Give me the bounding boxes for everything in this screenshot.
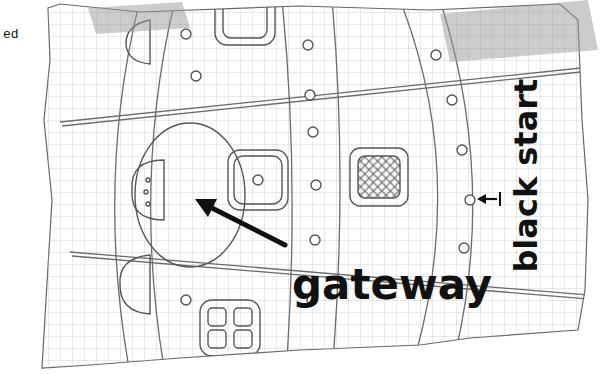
tape — [88, 0, 598, 62]
callout-label: black start — [509, 56, 544, 296]
callout-label: gateway — [292, 262, 492, 308]
cut-off-word: ed — [3, 28, 19, 42]
pencil-lines — [60, 0, 600, 374]
black-start-point — [465, 195, 475, 205]
gateway-arrow — [195, 199, 285, 245]
band-edge — [282, 0, 292, 374]
black-start-arrow — [477, 192, 500, 206]
band-edge — [332, 0, 340, 374]
bumps — [120, 20, 164, 314]
band-edge — [115, 0, 140, 374]
band-edge — [151, 0, 175, 374]
